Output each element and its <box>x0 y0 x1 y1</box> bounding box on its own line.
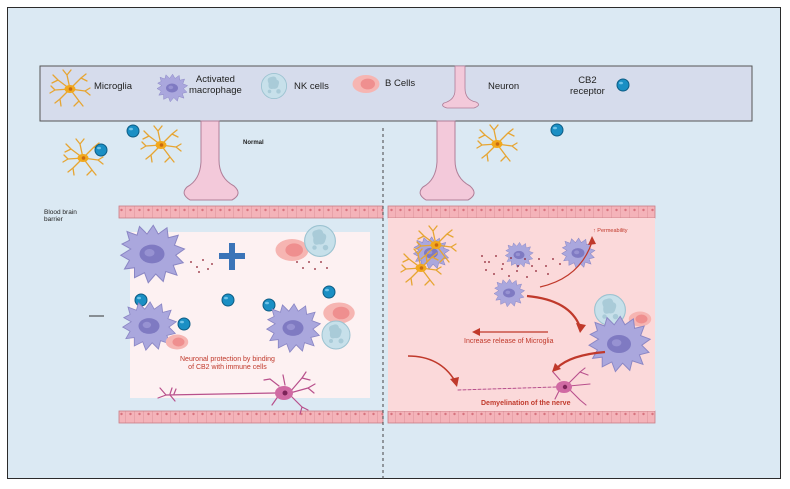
bbb-strip-bottom-right <box>387 410 656 424</box>
b-cell <box>165 334 189 350</box>
permeability-label: ↑ Permeability <box>593 228 628 234</box>
legend-neuron-label: Neuron <box>488 81 520 92</box>
cb2-receptor-icon <box>134 293 148 307</box>
cb2-receptor-icon <box>550 123 564 137</box>
cb2-receptor-icon <box>94 143 108 157</box>
cb2-receptor-icon <box>126 124 140 138</box>
demyelination-label: Demyelination of the nerve <box>481 400 571 407</box>
legend-nk-cell-icon <box>260 72 288 100</box>
legend-cb2-icon <box>616 78 630 92</box>
microglia-cell <box>476 124 518 162</box>
microglia-cell <box>62 138 104 176</box>
cb2-receptor-icon <box>221 293 235 307</box>
axon-terminal-right <box>419 120 475 201</box>
legend-cb2-label: CB2 receptor <box>570 75 605 97</box>
cb2-receptor-icon <box>177 317 191 331</box>
legend-b-cells-label: B Cells <box>385 78 416 89</box>
axon-terminal-left <box>183 120 239 201</box>
arrows <box>407 241 606 382</box>
neuron-healthy <box>157 371 316 415</box>
neuron-demyelinated <box>457 386 557 391</box>
bbb-label: Blood brain barrier <box>44 209 77 224</box>
cb2-receptor-icon <box>322 285 336 299</box>
cytokine-dots <box>190 259 328 273</box>
legend-microglia-label: Microglia <box>94 81 133 92</box>
microglia-cell <box>140 125 182 163</box>
normal-label: Normal <box>243 140 264 146</box>
legend-b-cell-icon <box>352 75 380 93</box>
legend-bar <box>39 65 753 122</box>
cytokine-dots <box>481 255 561 278</box>
increase-release-label: Increase release of Microglia <box>464 338 554 345</box>
protection-caption: Neuronal protection by binding of CB2 wi… <box>180 356 275 372</box>
bbb-strip-bottom-left <box>118 410 384 424</box>
nk-cell <box>304 225 336 257</box>
nk-cell <box>321 320 351 350</box>
legend-macrophage-label: Activated macrophage <box>189 74 242 96</box>
legend-neuron-icon <box>442 65 479 109</box>
b-cell <box>323 302 355 324</box>
bbb-strip-top-left <box>118 205 384 219</box>
legend-nk-cells-label: NK cells <box>294 81 329 92</box>
b-cell <box>275 239 309 261</box>
bbb-strip-top-right <box>387 205 656 219</box>
